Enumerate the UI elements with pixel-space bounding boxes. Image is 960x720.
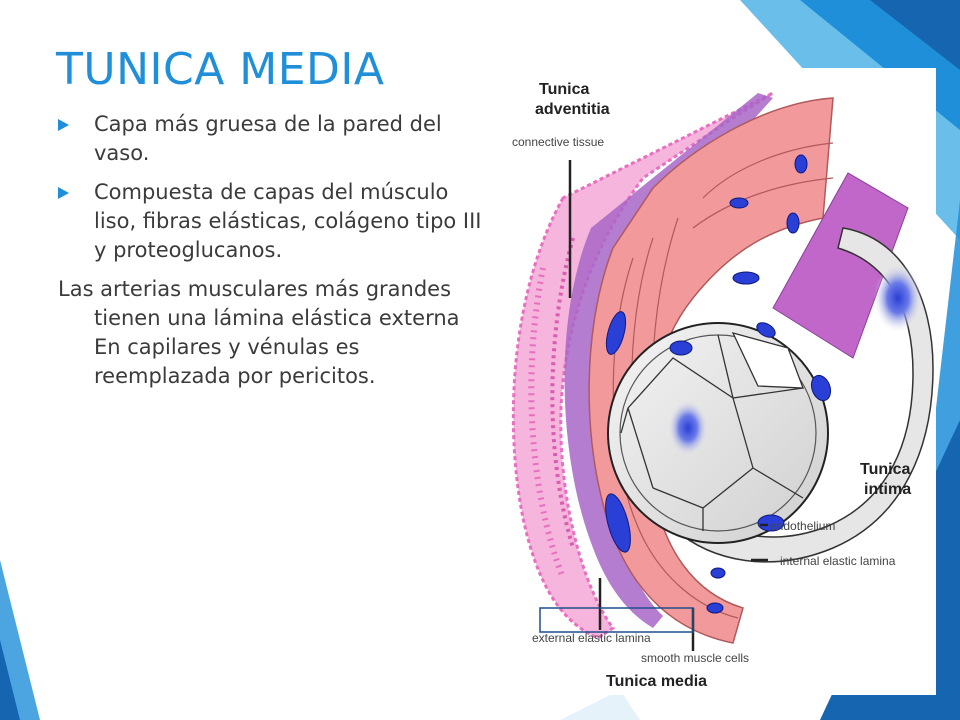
label-tunica-intima-line1: Tunica [860,461,911,478]
bullet-item: Compuesta de capas del músculo liso, fib… [58,178,488,265]
nucleus-glow [874,264,922,332]
external-elastic-lamina-band [564,93,773,628]
slide-body: Capa más gruesa de la pared del vaso. Co… [58,110,488,391]
bullet-item: Capa más gruesa de la pared del vaso. [58,110,488,168]
label-endothelium: endothelium [770,519,836,533]
label-tunica-adventitia-line1: Tunica [539,81,590,98]
vessel-lumen [607,322,829,544]
label-internal-elastic-lamina: internal elastic lamina [780,554,896,568]
bullet-arrow-icon [58,119,69,131]
label-tunica-adventitia-line2: adventitia [535,101,610,118]
label-smooth-muscle-cells: smooth muscle cells [641,651,750,665]
label-connective-tissue: connective tissue [512,135,605,149]
artery-wall-diagram: Tunica adventitia connective tissue Tuni… [503,68,936,695]
selection-box [539,607,694,633]
cell-nuclei [605,154,832,614]
bullet-text: Compuesta de capas del músculo liso, fib… [94,180,482,262]
internal-elastic-lamina-band [772,172,909,359]
label-tunica-intima-line2: intima [864,481,912,498]
artery-cross-section-drawing [511,91,934,651]
slide-title: TUNICA MEDIA [56,44,385,95]
bullet-text: Capa más gruesa de la pared del vaso. [94,112,442,165]
label-tunica-media: Tunica media [606,673,708,690]
nucleus-glow [668,400,708,456]
bullet-arrow-icon [58,187,69,199]
label-external-elastic-lamina: external elastic lamina [532,631,651,645]
body-paragraph: Las arterias musculares más grandes tien… [58,277,460,388]
